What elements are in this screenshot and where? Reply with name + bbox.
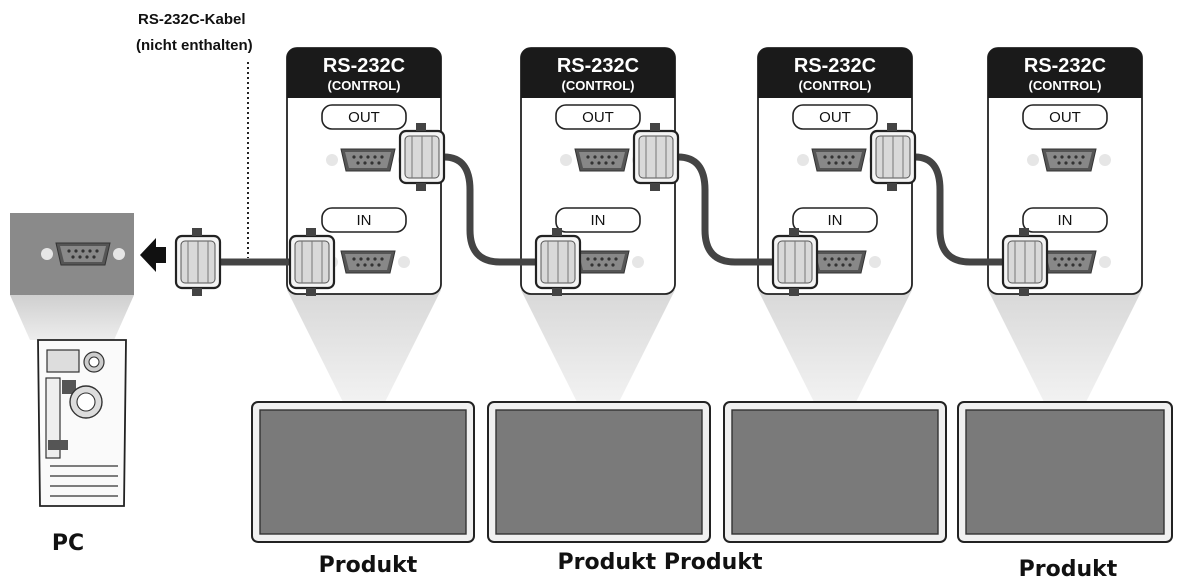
caption-product-2-3: Produkt Produkt <box>558 550 763 575</box>
panel-header <box>988 48 1142 98</box>
cable-panel-1-to-panel-2 <box>440 153 542 266</box>
product-screen-1 <box>251 401 475 543</box>
caption-pc: PC <box>52 531 84 556</box>
cable-label-line1: RS-232C-Kabel <box>138 11 246 28</box>
in-label-box <box>555 207 641 233</box>
caption-product-4: Produkt <box>1019 557 1118 582</box>
beam-2 <box>521 290 675 402</box>
plug-panel-3-in-icon <box>771 226 819 298</box>
panel-header <box>521 48 675 98</box>
out-label-box <box>792 104 878 130</box>
in-label: IN <box>828 212 843 229</box>
plug-panel-2-out-icon <box>632 121 680 193</box>
panel-title: RS-232C <box>323 55 405 77</box>
panel-subtitle: (CONTROL) <box>1029 78 1102 93</box>
plug-panel-4-in-icon <box>1001 226 1049 298</box>
plug-panel-1-in-icon <box>288 226 336 298</box>
plug-pc-icon <box>174 226 222 298</box>
beam-4 <box>988 290 1142 402</box>
in-label: IN <box>357 212 372 229</box>
product-screen-2 <box>487 401 711 543</box>
beam-3 <box>758 290 912 402</box>
in-label: IN <box>1058 212 1073 229</box>
panel-header <box>758 48 912 98</box>
out-label: OUT <box>1049 109 1081 126</box>
cable-panel-2-to-panel-3 <box>674 153 779 266</box>
panel-subtitle: (CONTROL) <box>562 78 635 93</box>
panel-subtitle: (CONTROL) <box>328 78 401 93</box>
in-label-box <box>321 207 407 233</box>
cable-panel-3-to-panel-4 <box>911 153 1009 266</box>
cables <box>216 153 1009 266</box>
pc-tower-icon <box>37 339 127 507</box>
rs232c-panel-1: RS-232C (CONTROL) OUT IN <box>286 47 442 295</box>
caption-product-1: Produkt <box>319 553 418 578</box>
out-label-box <box>321 104 407 130</box>
in-label-box <box>1022 207 1108 233</box>
beam-1 <box>287 290 441 402</box>
panel-subtitle: (CONTROL) <box>799 78 872 93</box>
pc-beam <box>10 295 134 340</box>
panel-header <box>287 48 441 98</box>
product-screen-3 <box>723 401 947 543</box>
cable-label: RS-232C-Kabel (nicht enthalten) <box>136 11 253 258</box>
plug-panel-3-out-icon <box>869 121 917 193</box>
out-label: OUT <box>582 109 614 126</box>
panel-title: RS-232C <box>794 55 876 77</box>
panel-title: RS-232C <box>557 55 639 77</box>
plug-panel-1-out-icon <box>398 121 446 193</box>
panel-title: RS-232C <box>1024 55 1106 77</box>
out-label-box <box>1022 104 1108 130</box>
pc: PC <box>10 213 166 556</box>
in-label-box <box>792 207 878 233</box>
plug-panel-2-in-icon <box>534 226 582 298</box>
out-label: OUT <box>348 109 380 126</box>
in-label: IN <box>591 212 606 229</box>
out-label-box <box>555 104 641 130</box>
product-screen-4 <box>957 401 1173 543</box>
out-label: OUT <box>819 109 851 126</box>
arrow-left-icon <box>140 238 166 272</box>
cable-label-line2: (nicht enthalten) <box>136 37 253 54</box>
